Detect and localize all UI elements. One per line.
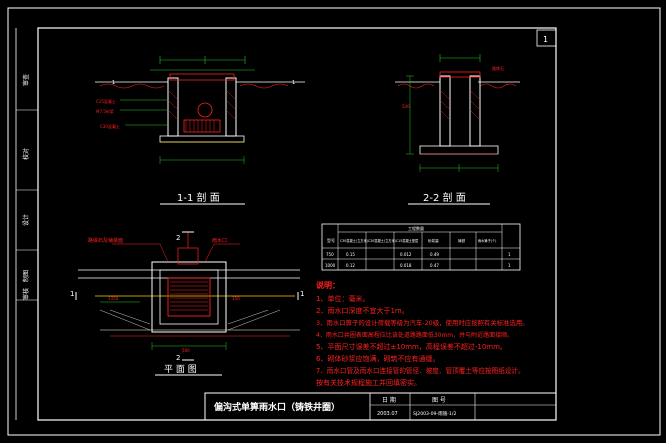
- page-number-box: [536, 29, 557, 47]
- plan-title: 平 面 图: [164, 364, 197, 375]
- page-number: 1: [543, 35, 548, 44]
- section-1-1-drawing: C15混凝土 M7.5砂浆 C30混凝土 1 1: [95, 56, 305, 164]
- section-2-2-drawing: 路缘石 500: [395, 54, 520, 172]
- outer-frame: [7, 7, 661, 436]
- table-col-6: 雨水箅子(个): [478, 238, 496, 243]
- table-col-5: 铸铁: [458, 238, 466, 243]
- plan-dim-350: 350: [232, 296, 240, 301]
- quantity-table: [321, 223, 521, 271]
- table-r0-c0: 750: [326, 252, 334, 257]
- table-r1-c6: 1: [508, 263, 511, 268]
- sidebar-label-4: 制图: [22, 270, 30, 282]
- table-col-0: 型号: [327, 237, 335, 243]
- svg-text:C30混凝土: C30混凝土: [100, 123, 120, 129]
- drawing-title: 偏沟式单箅雨水口（铸铁井圈）: [214, 401, 340, 413]
- table-r1-c0: 1000: [325, 263, 336, 268]
- plan-mark-right: 1: [300, 290, 304, 298]
- plan-drawing: [75, 231, 300, 361]
- svg-text:1: 1: [292, 80, 295, 86]
- table-r0-c6: 1: [508, 252, 511, 257]
- note-6: 6、砌体砂浆应饱满，砌筑不应有通缝。: [316, 354, 439, 363]
- svg-text:C15混凝土: C15混凝土: [96, 98, 116, 104]
- plan-dim-500: 500: [182, 348, 190, 353]
- svg-text:路缘石: 路缘石: [492, 65, 504, 71]
- note-7: 7、雨水口管及雨水口连接管的管径、坡度、管顶覆土等应按图纸设计。: [316, 366, 525, 375]
- svg-text:1: 1: [112, 80, 115, 86]
- section-2-2-title: 2-2 剖 面: [423, 191, 466, 204]
- plan-mark-left: 1: [70, 290, 74, 298]
- plan-dim-1350: 1350: [108, 296, 119, 301]
- drawing-no-value: SJ2003-09-雨施-1/2: [413, 410, 456, 417]
- svg-text:500: 500: [402, 104, 410, 109]
- left-sidebar: [15, 28, 38, 420]
- svg-text:M7.5砂浆: M7.5砂浆: [96, 108, 114, 114]
- table-r0-c3: 0.012: [400, 252, 412, 257]
- table-col-4: 砂浆量: [428, 238, 439, 243]
- note-1: 1、单位：毫米。: [316, 294, 369, 303]
- plan-mark-bottom: 2: [176, 354, 180, 362]
- table-r1-c4: 0.47: [430, 263, 439, 268]
- title-block: [204, 392, 557, 421]
- note-3: 3、雨水口箅子的设计荷载等级为汽车-20级，使用时应按照有关标准选用。: [316, 318, 529, 327]
- sidebar-label-1: 审查: [22, 74, 30, 86]
- table-col-2: C20混凝土(立方米): [368, 238, 396, 243]
- sidebar-label-2: 校对: [22, 148, 30, 160]
- plan-mark-top: 2: [176, 234, 180, 242]
- date-value: 2003.07: [377, 411, 398, 417]
- plan-right-callout: 雨水口: [212, 237, 227, 244]
- table-header-group: 工程数量: [408, 225, 424, 231]
- note-2: 2、雨水口深度不宜大于1m。: [316, 306, 409, 315]
- table-r1-c1: 0.12: [346, 263, 355, 268]
- notes-heading: 说明：: [316, 280, 340, 290]
- date-label: 日 期: [382, 396, 396, 404]
- note-4: 4、雨水口井圈表面高程应比该处道路路面低30mm，并与附近路面接顺。: [316, 331, 513, 339]
- drawing-no-label: 图 号: [432, 397, 446, 404]
- note-5: 5、平面尺寸误差不超过±10mm，高程误差不超过-10mm。: [316, 342, 507, 351]
- note-8: 按有关技术规程施工并回填密实。: [316, 378, 421, 387]
- table-r1-c3: 0.018: [400, 263, 412, 268]
- plan-left-callout: 路缘石及铺装面: [88, 237, 123, 244]
- sidebar-label-5: 审核: [22, 288, 30, 300]
- table-col-3: C15混凝土垫层: [396, 238, 418, 243]
- section-1-1-title: 1-1 剖 面: [177, 191, 220, 204]
- table-r0-c1: 0.15: [346, 252, 355, 257]
- sidebar-label-3: 设计: [22, 214, 30, 226]
- table-col-1: C30混凝土(立方米): [340, 238, 368, 243]
- table-r0-c4: 0.49: [430, 252, 439, 257]
